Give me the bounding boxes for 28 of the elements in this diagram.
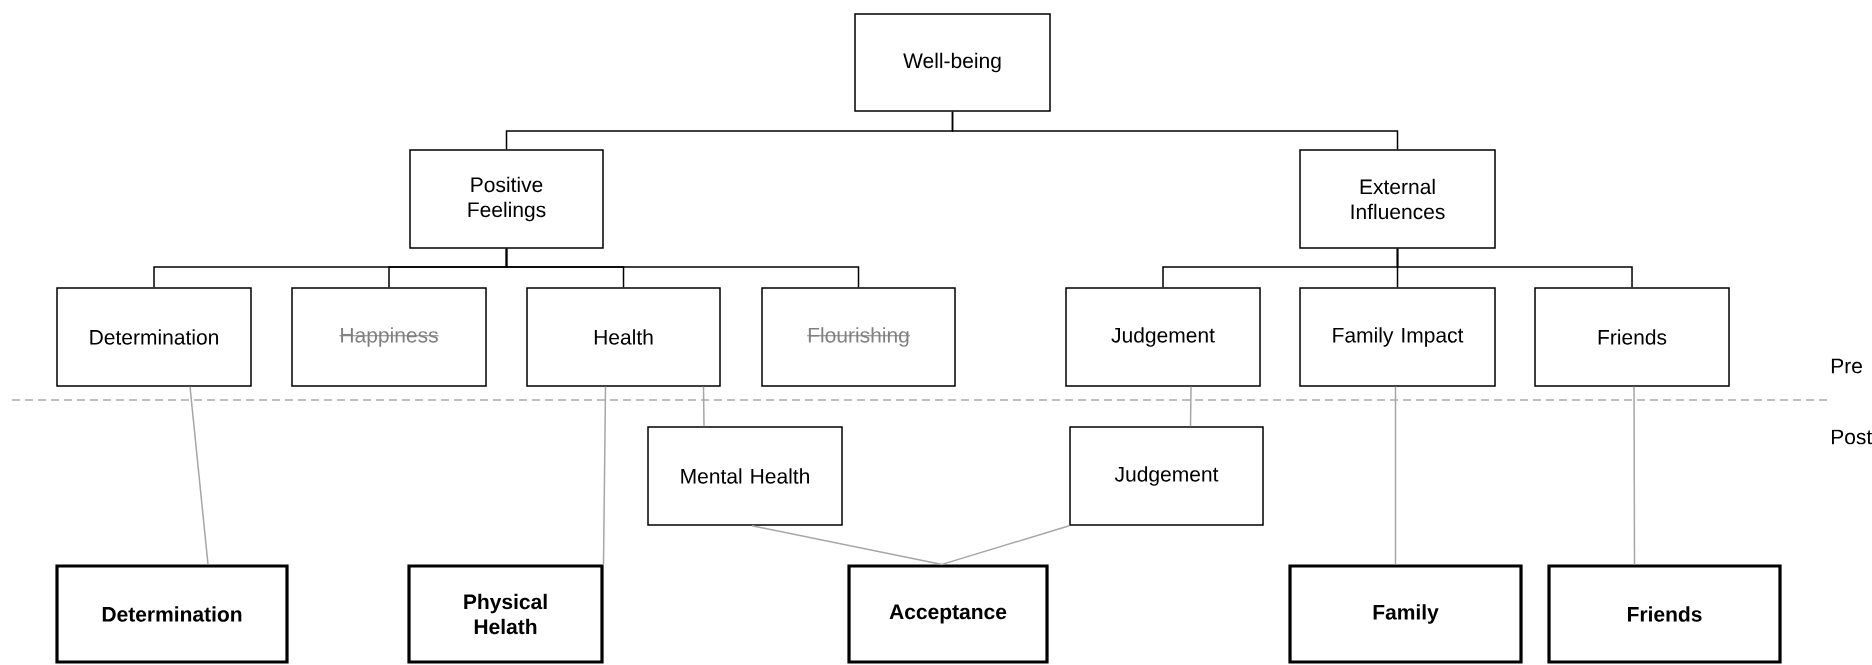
theme-box: Mental Health — [647, 426, 843, 526]
theme-box: Determination — [56, 287, 252, 387]
outcome-box: Determination — [55, 564, 289, 664]
outcome-box: Family — [1288, 564, 1523, 664]
theme-box: Family Impact — [1299, 287, 1496, 387]
outcome-box: Friends — [1547, 564, 1782, 664]
connector-line — [941, 525, 1070, 566]
theme-box: Judgement — [1065, 287, 1261, 387]
theme-box: Well-being — [854, 13, 1051, 112]
connector-line — [1394, 386, 1397, 566]
theme-box: Friends — [1534, 287, 1730, 387]
outcome-box: Physical Helath — [407, 564, 604, 664]
theme-box: Health — [526, 287, 721, 387]
phase-label: Pre — [1831, 358, 1862, 374]
connector-line — [1396, 248, 1633, 288]
theme-box: Judgement — [1069, 426, 1264, 526]
connector-line — [189, 386, 209, 566]
connector-line — [751, 525, 943, 566]
theme-box: External Influences — [1299, 149, 1496, 249]
phase-label: Post — [1831, 429, 1872, 445]
connector-line — [1633, 386, 1636, 566]
connector-line — [505, 248, 860, 288]
connector-line — [602, 386, 607, 566]
outcome-box: Acceptance — [847, 564, 1049, 664]
connector-line — [702, 386, 705, 427]
theme-box: Positive Feelings — [409, 149, 604, 249]
connector-line — [1189, 386, 1192, 427]
connector-line — [951, 111, 1399, 150]
